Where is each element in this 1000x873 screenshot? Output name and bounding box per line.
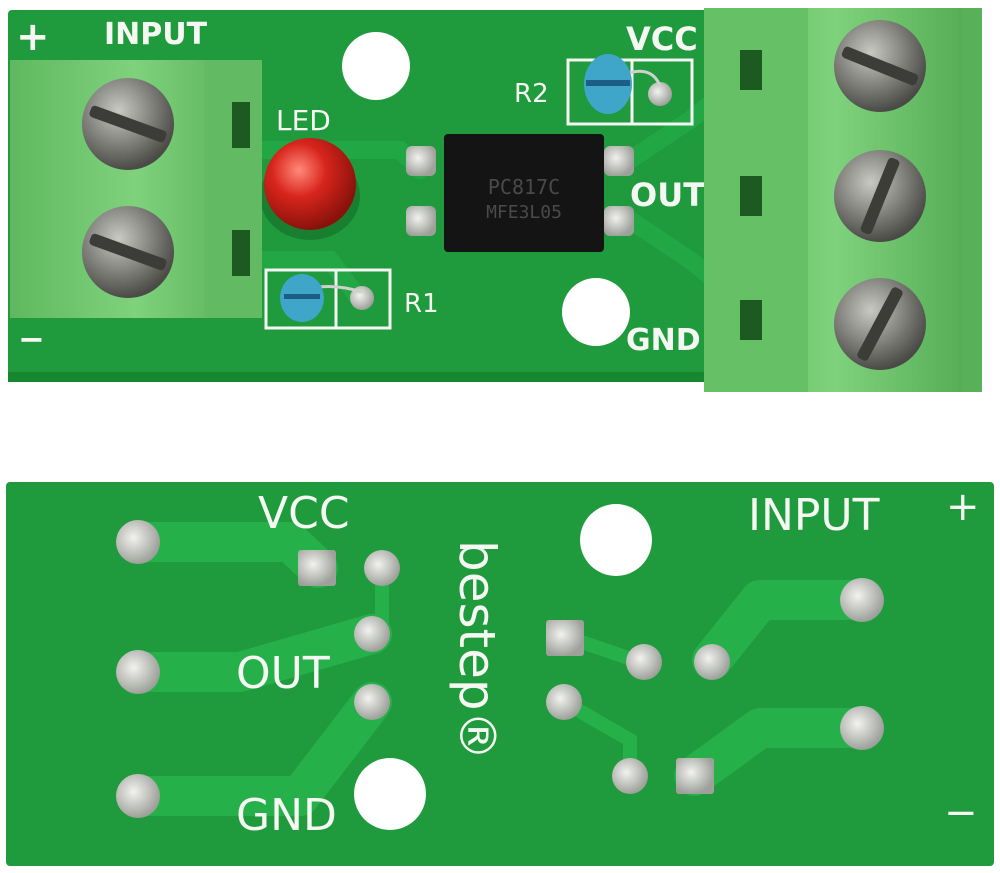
chip-marking-line1: PC817C: [488, 175, 560, 199]
pad-input-plus-terminal: [840, 578, 884, 622]
back-vcc-label: VCC: [258, 488, 350, 539]
back-mount-hole-top: [580, 504, 652, 576]
pad-input-minus-terminal: [840, 706, 884, 750]
front-gnd-label: GND: [626, 323, 701, 358]
back-gnd-label: GND: [236, 790, 337, 841]
front-mount-hole-top: [342, 32, 410, 100]
pad-out-terminal: [116, 650, 160, 694]
r2-band: [586, 80, 630, 86]
pad-chip-cathode: [546, 684, 582, 720]
pad-square-chip-anode: [546, 620, 584, 656]
input-terminal-block: [10, 60, 262, 318]
pad-square-r2: [298, 550, 336, 586]
output-terminal-block: [704, 8, 982, 392]
chip-pad-tr: [604, 146, 634, 176]
front-board: + INPUT − LED R1 R2 VCC OUT GND PC817C M…: [8, 8, 982, 392]
back-mount-hole-bottom: [354, 758, 426, 830]
r1-label: R1: [404, 289, 439, 319]
back-out-label: OUT: [236, 648, 330, 699]
brand-logo: bestep®: [448, 540, 506, 761]
led-label: LED: [276, 104, 331, 137]
led-red: [264, 138, 356, 230]
chip-pad-br: [604, 206, 634, 236]
back-board: VCC OUT GND INPUT + − bestep®: [6, 482, 994, 866]
front-vcc-label: VCC: [626, 20, 698, 58]
optocoupler-chip: [444, 134, 604, 252]
pad-vcc-terminal: [116, 520, 160, 564]
pad-led-a: [626, 644, 662, 680]
r2-label: R2: [514, 79, 549, 109]
back-pcb: [6, 482, 994, 866]
pad-gnd-terminal: [116, 774, 160, 818]
front-plus-sign: +: [16, 14, 50, 60]
r1-outline: [264, 268, 392, 330]
back-solder-pads: [116, 520, 884, 818]
back-plus-sign: +: [946, 484, 980, 530]
front-input-label: INPUT: [104, 17, 208, 52]
r2-outline: [566, 58, 694, 126]
chip-pad-tl: [406, 146, 436, 176]
chip-marking-line2: MFE3L05: [486, 202, 562, 223]
front-minus-sign: −: [18, 320, 45, 358]
chip-pad-bl: [406, 206, 436, 236]
pad-square-r1: [676, 758, 714, 794]
pad-led-b: [694, 644, 730, 680]
r1-band: [284, 294, 320, 299]
back-minus-sign: −: [944, 790, 978, 836]
pad-chip-emitter: [354, 684, 390, 720]
front-mount-hole-bottom: [562, 278, 630, 346]
pad-chip-collector: [354, 616, 390, 652]
back-input-label: INPUT: [748, 490, 880, 541]
pad-r2-lead: [364, 550, 400, 586]
front-out-label: OUT: [630, 176, 705, 214]
front-pcb-edge: [8, 372, 968, 382]
r2-pad: [648, 82, 672, 106]
pad-r1-a: [612, 758, 648, 794]
r1-pad: [350, 286, 374, 310]
